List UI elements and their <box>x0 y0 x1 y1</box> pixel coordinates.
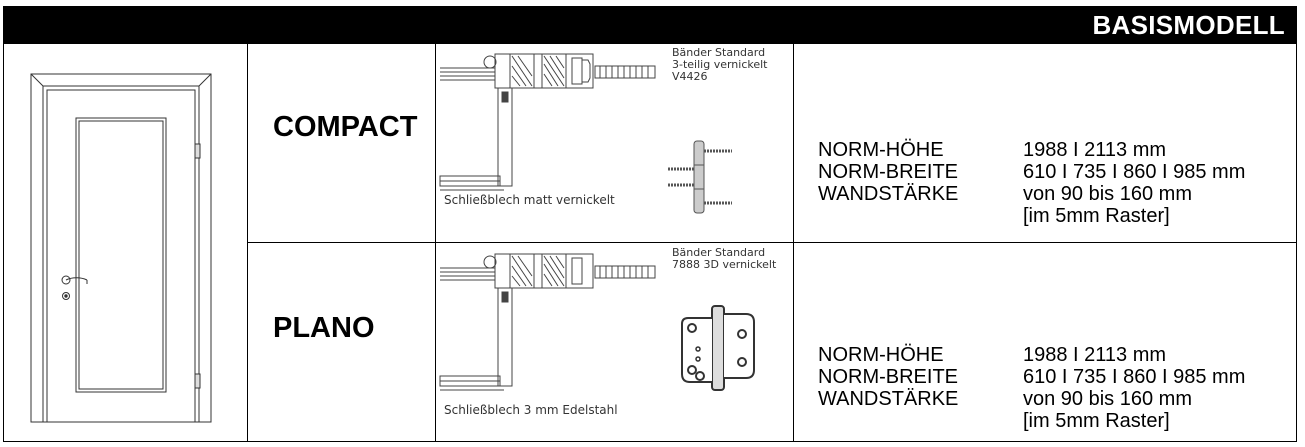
frame-section-drawing <box>439 253 656 391</box>
strike-plate-caption: Schließblech matt vernickelt <box>444 193 615 207</box>
strike-plate-caption: Schließblech 3 mm Edelstahl <box>444 403 618 417</box>
door-illustration <box>30 73 212 423</box>
model-name-compact: COMPACT <box>273 111 418 143</box>
model-table: COMPACT <box>3 43 1297 442</box>
frame-section-drawing <box>439 53 656 191</box>
hinge-note: Bänder Standard 7888 3D vernickelt <box>672 246 777 271</box>
model-name-plano: PLANO <box>273 312 375 344</box>
header-bar: BASISMODELL <box>3 6 1297 43</box>
hinge-note: Bänder Standard 3-teilig vernickelt V442… <box>672 46 768 83</box>
header-title: BASISMODELL <box>1092 10 1285 40</box>
hinge-3d-image <box>681 305 755 391</box>
row-divider <box>247 242 1296 243</box>
hinge-3-part-image <box>668 140 732 214</box>
